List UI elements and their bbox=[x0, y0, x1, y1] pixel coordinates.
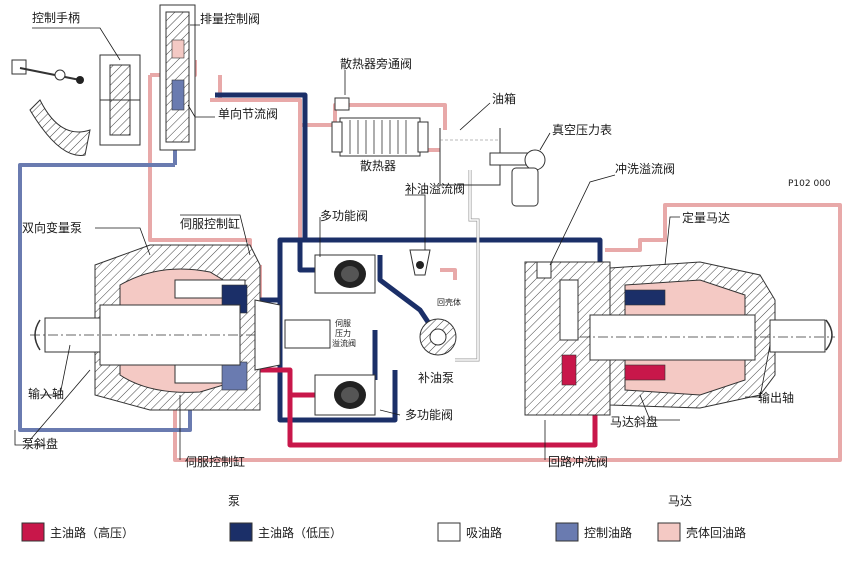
legend-item-low-pressure: 主油路（低压） bbox=[229, 522, 342, 542]
label-code: P102 000 bbox=[788, 179, 831, 189]
legend-label: 主油路（低压） bbox=[258, 525, 342, 540]
flush-relief-valve bbox=[536, 261, 552, 279]
legend-label: 吸油路 bbox=[466, 525, 502, 540]
label-pump-swash: 泵斜盘 bbox=[22, 436, 58, 451]
control-handle bbox=[11, 54, 141, 156]
label-servo-relief-3: 溢流阀 bbox=[332, 338, 356, 348]
legend-label: 控制油路 bbox=[584, 525, 632, 540]
label-input-shaft: 输入轴 bbox=[28, 386, 64, 401]
label-multi-valve-bottom: 多功能阀 bbox=[405, 408, 453, 422]
label-motor-caption: 马达 bbox=[668, 494, 692, 508]
label-charge-pump: 补油泵 bbox=[418, 371, 454, 385]
legend-item-high-pressure: 主油路（高压） bbox=[21, 522, 134, 542]
label-fixed-motor: 定量马达 bbox=[682, 210, 730, 225]
legend-swatch bbox=[21, 522, 45, 542]
label-servo-relief-2: 压力 bbox=[335, 328, 351, 338]
legend: 主油路（高压） 主油路（低压） 吸油路 控制油路 壳体回油路 bbox=[21, 522, 746, 542]
vacuum-gauge bbox=[489, 149, 546, 207]
label-control-handle: 控制手柄 bbox=[32, 11, 80, 25]
charge-pump bbox=[419, 318, 457, 356]
label-loop-flush: 回路冲洗阀 bbox=[548, 454, 608, 469]
variable-pump bbox=[30, 244, 281, 411]
fixed-motor bbox=[524, 261, 835, 416]
legend-label: 壳体回油路 bbox=[686, 525, 746, 540]
label-motor-swash: 马达斜盘 bbox=[610, 414, 658, 429]
legend-swatch bbox=[229, 522, 253, 542]
label-flush-relief: 冲洗溢流阀 bbox=[615, 161, 675, 176]
multifunction-valve-top bbox=[314, 254, 376, 294]
label-radiator-bypass: 散热器旁通阀 bbox=[340, 56, 412, 71]
multifunction-valve-bottom bbox=[314, 374, 376, 416]
label-bidirectional-pump: 双向变量泵 bbox=[22, 220, 82, 235]
legend-label: 主油路（高压） bbox=[50, 525, 134, 540]
legend-swatch bbox=[657, 522, 681, 542]
label-multi-valve-top: 多功能阀 bbox=[320, 209, 368, 223]
label-check-throttle: 单向节流阀 bbox=[218, 106, 278, 121]
label-return-case: 回壳体 bbox=[437, 297, 461, 307]
label-charge-relief: 补油溢流阀 bbox=[405, 182, 465, 196]
legend-item-suction: 吸油路 bbox=[437, 522, 502, 542]
label-servo-cylinder-bottom: 伺服控制缸 bbox=[185, 454, 245, 469]
charge-relief-valve bbox=[409, 249, 431, 276]
label-oil-tank: 油箱 bbox=[492, 91, 516, 106]
legend-swatch bbox=[437, 522, 461, 542]
label-displacement-valve: 排量控制阀 bbox=[200, 12, 260, 26]
leader-lines bbox=[14, 24, 771, 460]
label-output-shaft: 输出轴 bbox=[758, 390, 794, 405]
radiator-bypass-valve bbox=[334, 97, 350, 111]
servo-pressure-relief-valve bbox=[284, 319, 331, 349]
label-pump-caption: 泵 bbox=[228, 494, 240, 508]
label-servo-cylinder-top: 伺服控制缸 bbox=[180, 216, 240, 231]
label-servo-relief-1: 伺服 bbox=[335, 318, 351, 328]
label-radiator: 散热器 bbox=[360, 158, 396, 173]
displacement-control-valve bbox=[159, 4, 196, 151]
labels: 控制手柄 排量控制阀 散热器旁通阀 油箱 单向节流阀 散热器 真空压力表 P10… bbox=[22, 11, 831, 508]
label-vacuum-gauge: 真空压力表 bbox=[552, 123, 612, 137]
radiator bbox=[331, 117, 429, 157]
suction-lines bbox=[455, 170, 480, 362]
legend-item-case-drain: 壳体回油路 bbox=[657, 522, 746, 542]
legend-swatch bbox=[555, 522, 579, 542]
legend-item-control: 控制油路 bbox=[555, 522, 632, 542]
